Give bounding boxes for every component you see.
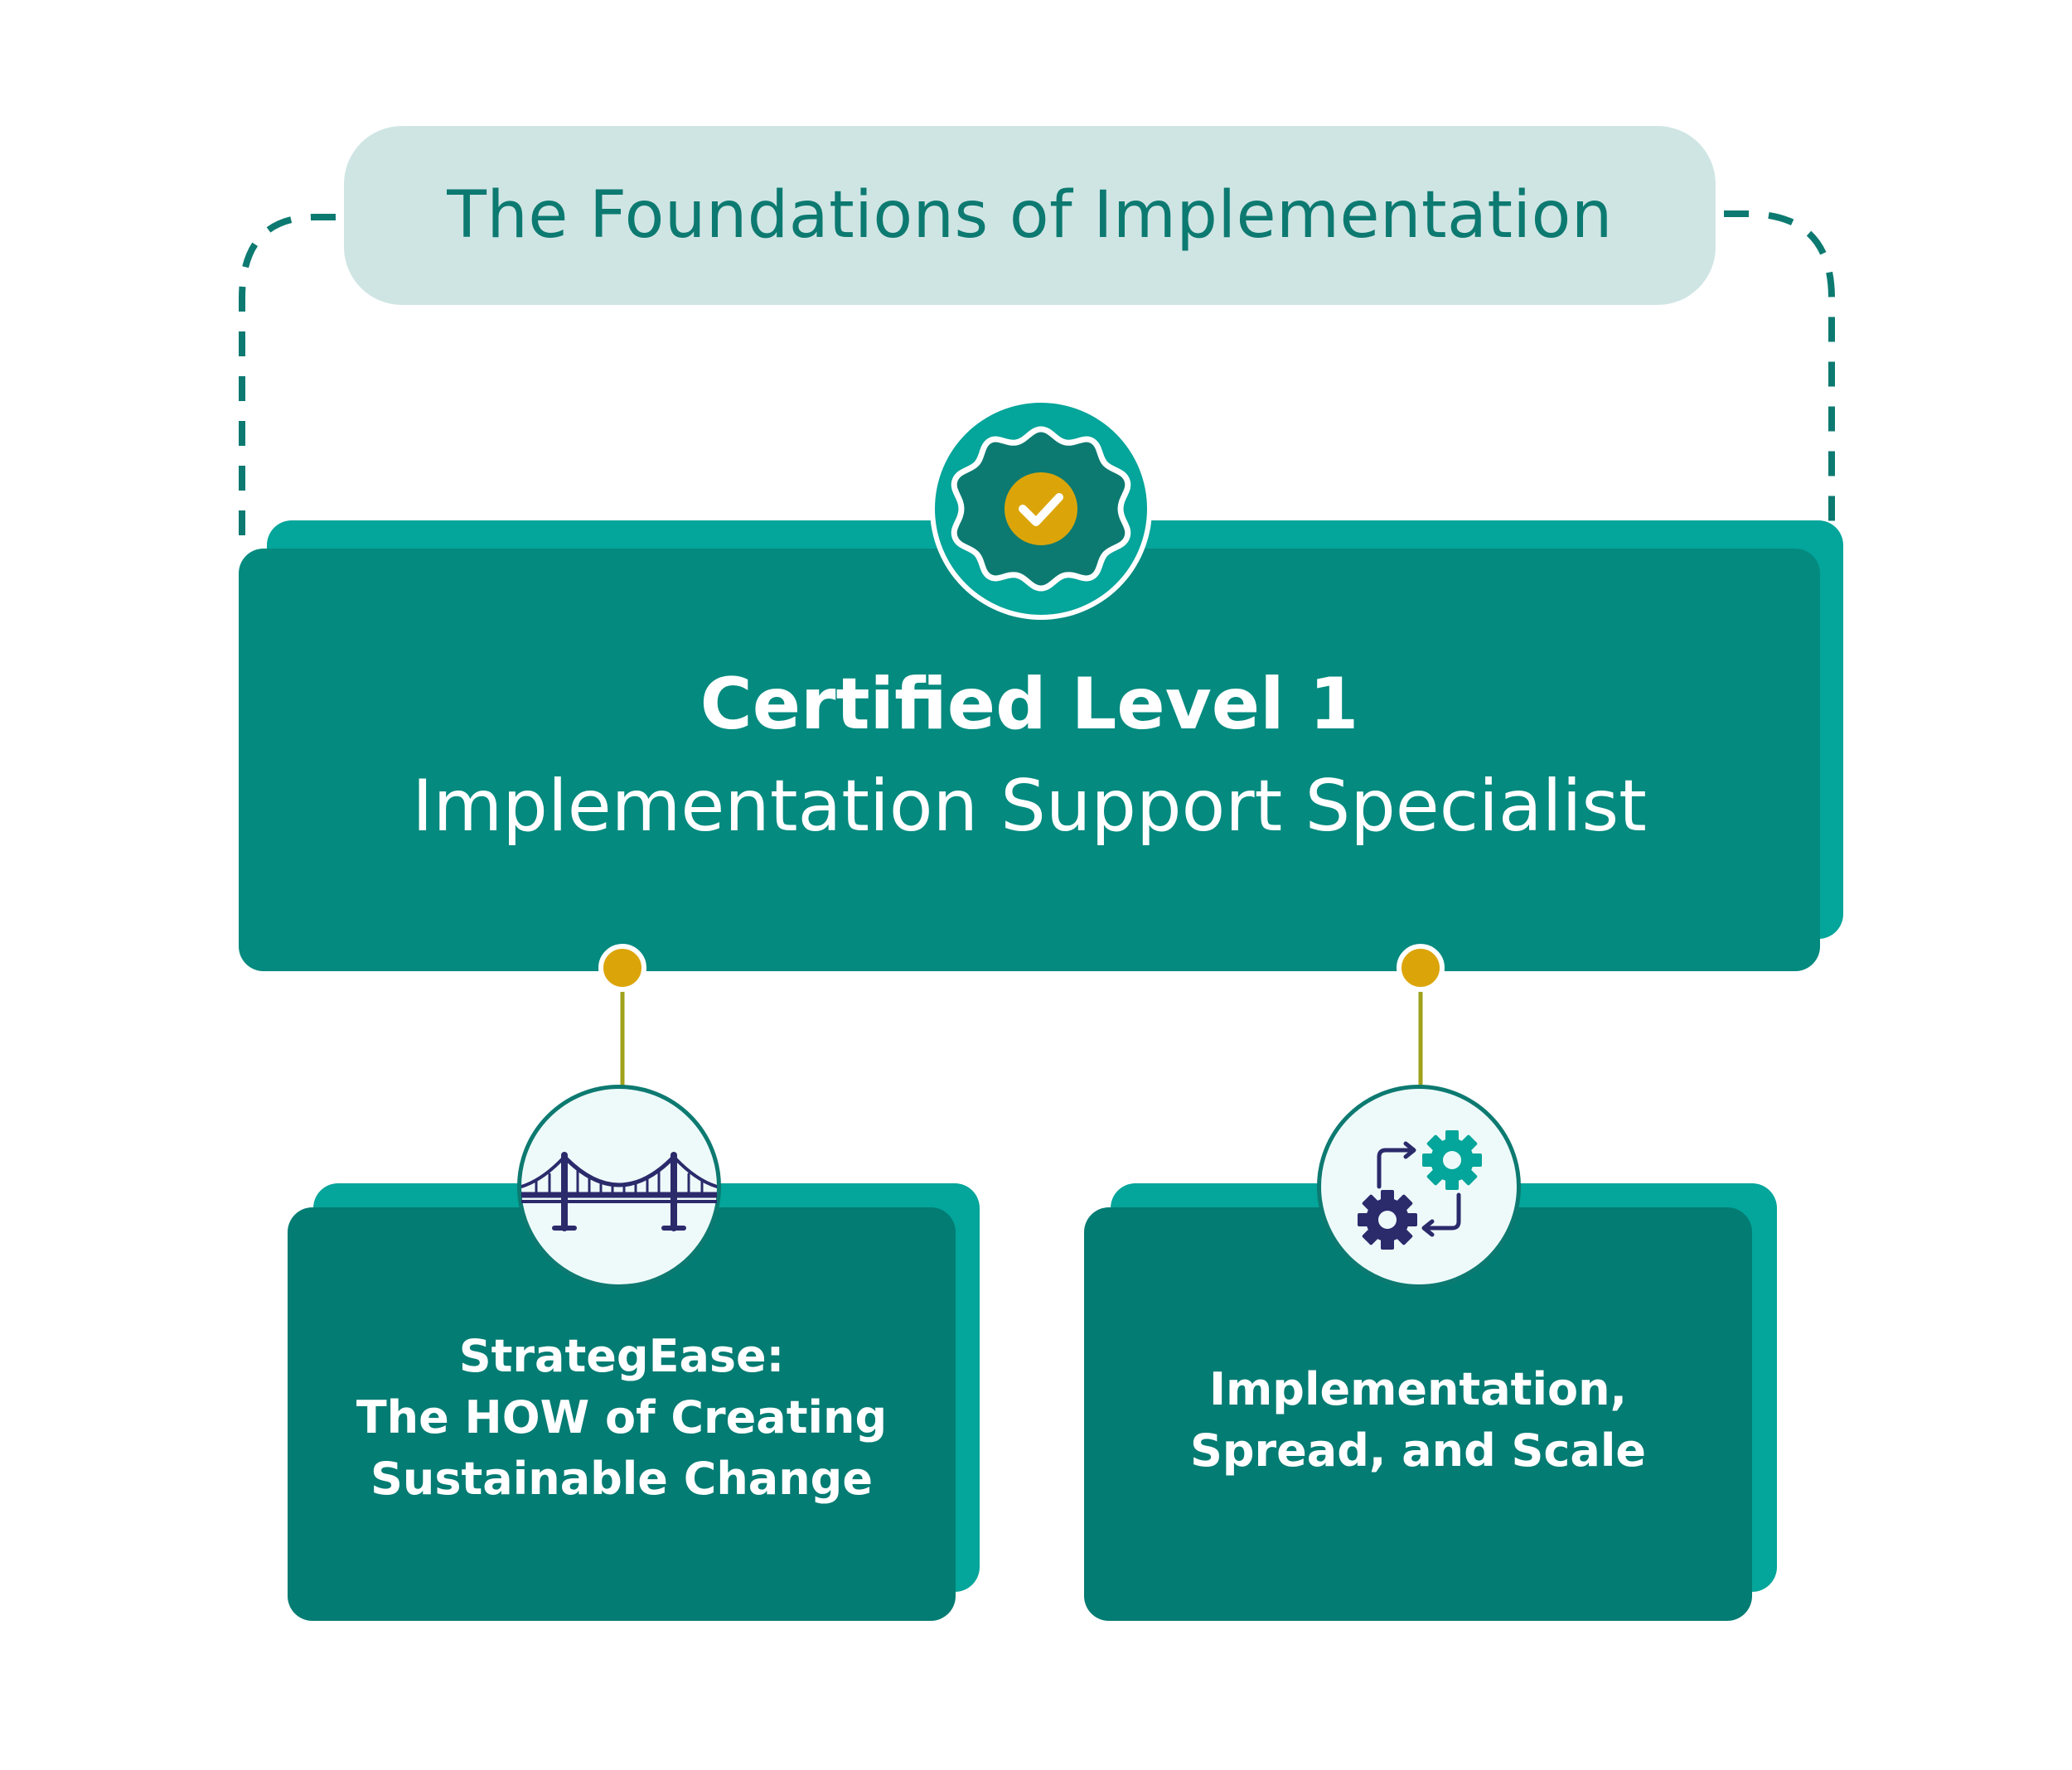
main-card-title: Certified Level 1 xyxy=(700,663,1359,746)
dashed-bracket-right xyxy=(1724,210,1835,522)
main-card-text: Certified Level 1 Implementation Support… xyxy=(239,655,1820,858)
main-card-subtitle: Implementation Support Specialist xyxy=(412,765,1647,848)
badge-check-icon xyxy=(935,403,1147,615)
main-card xyxy=(239,549,1820,971)
gear-teal xyxy=(1422,1130,1482,1190)
diagram-title: The Foundations of Implementation xyxy=(447,178,1613,253)
dashed-bracket-left xyxy=(239,214,336,539)
gear-navy xyxy=(1358,1190,1417,1250)
bridge-icon xyxy=(517,1085,721,1289)
sub-card-left-text: StrategEase: The HOW of Creating Sustain… xyxy=(288,1326,956,1510)
sub-card-right-text: Implementation, Spread, and Scale xyxy=(1084,1359,1752,1482)
gears-cycle-icon xyxy=(1317,1085,1521,1289)
sub-card-left-line: Sustainable Change xyxy=(370,1453,873,1505)
sub-card-left-line: StrategEase: xyxy=(458,1330,785,1382)
sub-card-left-line: The HOW of Creating xyxy=(356,1391,888,1444)
sub-card-right-line: Implementation, xyxy=(1208,1363,1628,1415)
title-pill: The Foundations of Implementation xyxy=(344,126,1716,305)
sub-card-right-line: Spread, and Scale xyxy=(1189,1424,1647,1477)
